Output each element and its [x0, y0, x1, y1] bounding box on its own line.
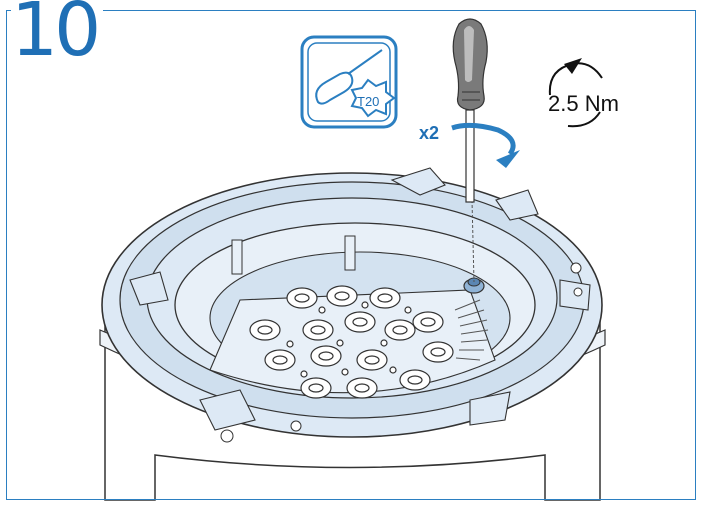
torx-bit-label: T20 [357, 94, 380, 109]
step-number: 10 [11, 0, 104, 67]
step-frame: 10 [6, 0, 696, 500]
repeat-count-label: x2 [419, 123, 440, 143]
rotation-arrow-icon [451, 122, 520, 168]
screwdriver [452, 18, 488, 283]
screwdriver-torx-icon [315, 49, 396, 118]
torque-value-label: 2.5 Nm [548, 91, 619, 116]
tool-badge [300, 35, 398, 129]
hole-grid [249, 285, 454, 399]
torque-arrow-icon [548, 58, 603, 128]
